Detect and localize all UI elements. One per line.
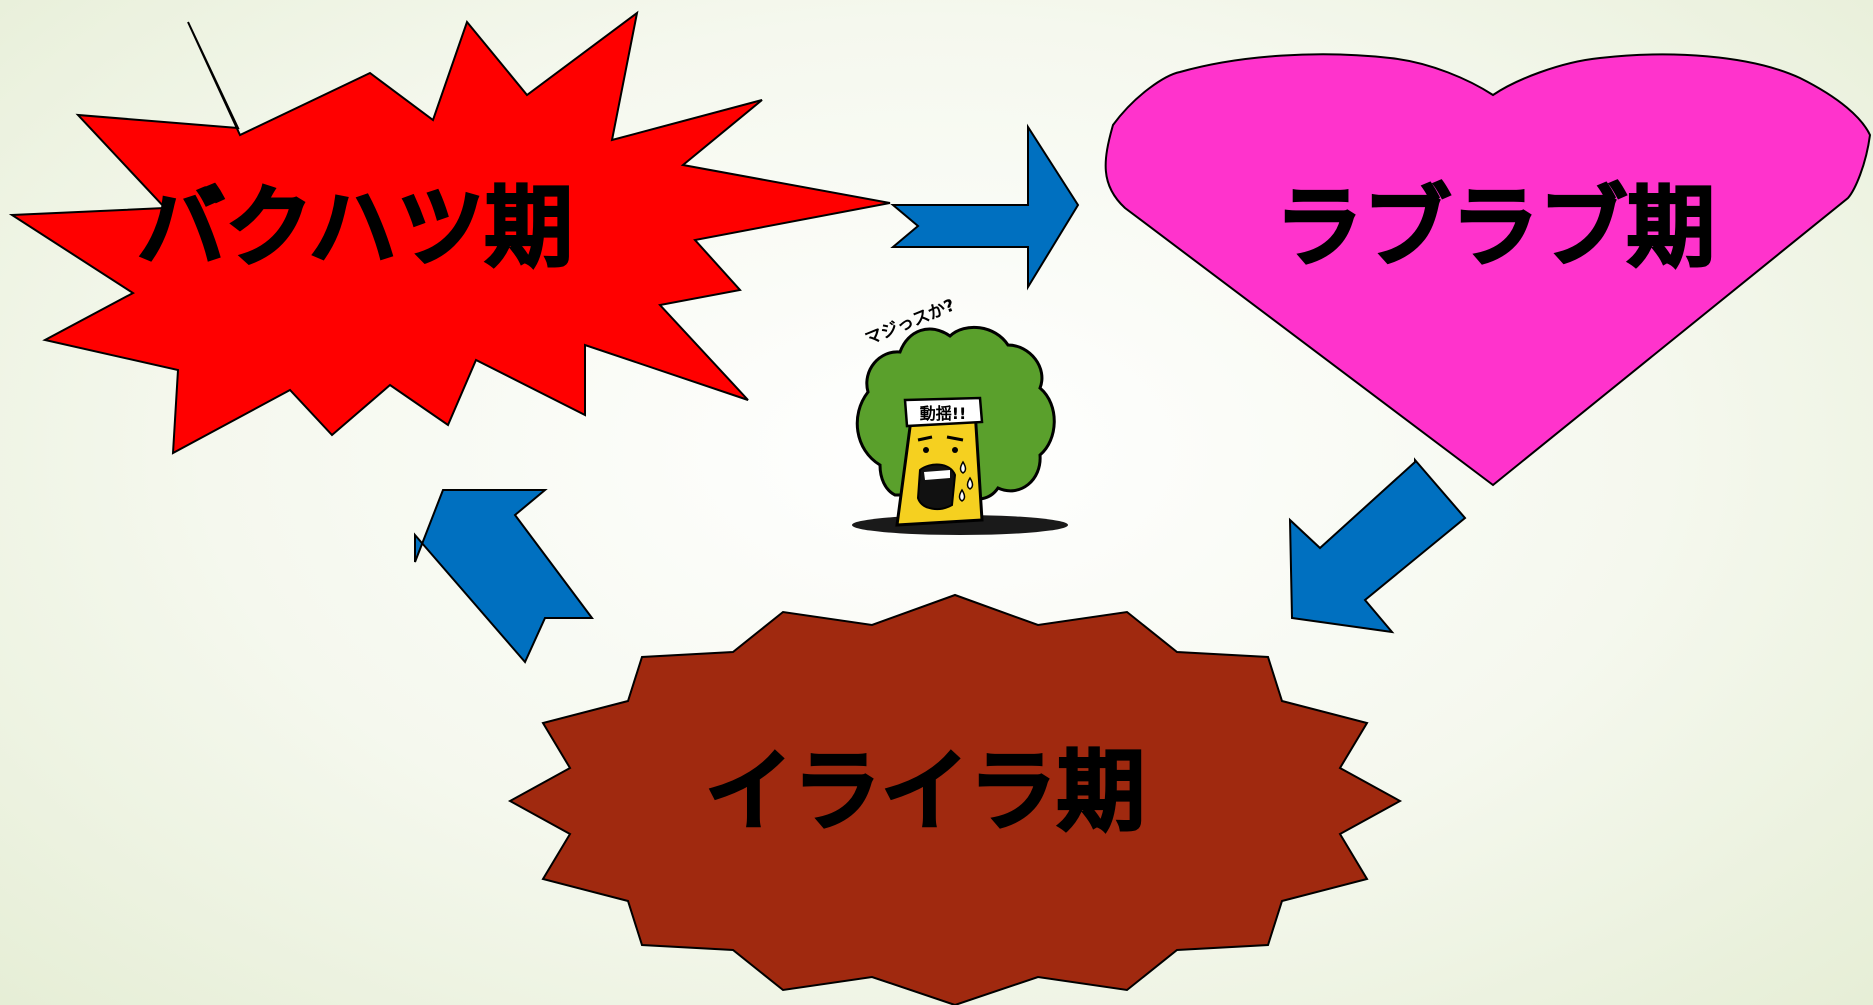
arrow-explosion-to-love bbox=[890, 123, 1080, 291]
irritation-shape bbox=[507, 593, 1403, 1005]
explosion-label: バクハツ期 bbox=[137, 176, 573, 279]
heart-shape bbox=[1104, 53, 1872, 487]
love-label: ラブラブ期 bbox=[1275, 176, 1715, 279]
irritation-label: イライラ期 bbox=[705, 740, 1145, 843]
arrow-love-to-irritation bbox=[1288, 457, 1467, 634]
mascot-eye-right bbox=[952, 447, 958, 453]
arrow-irritation-to-explosion bbox=[414, 489, 594, 664]
explosion-shape bbox=[8, 10, 891, 455]
mascot-teeth bbox=[924, 470, 950, 480]
mascot-eye-left bbox=[923, 447, 929, 453]
mascot-character: 動揺!! マジっスか? bbox=[852, 296, 1068, 535]
mascot-eyebrow-left bbox=[917, 435, 933, 442]
mascot-headband bbox=[903, 396, 984, 428]
mascot-eyebrow-right bbox=[946, 435, 964, 442]
mascot-sweat-icon bbox=[958, 460, 974, 502]
mascot-headband-text: 動揺!! bbox=[920, 404, 967, 423]
